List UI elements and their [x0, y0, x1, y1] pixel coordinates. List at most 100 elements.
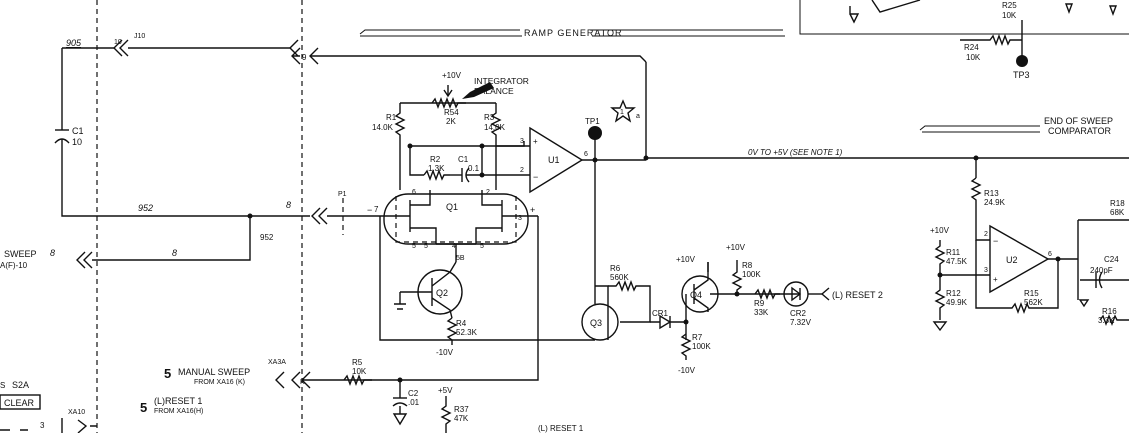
- u1-plus: +: [533, 137, 538, 146]
- r25-ref: R25: [1002, 1, 1017, 10]
- u2-pin6: 6: [1048, 251, 1052, 258]
- q1-dual-transistor: [302, 190, 595, 381]
- r6-val: 560K: [610, 273, 629, 282]
- r4-ref: R4: [456, 319, 467, 328]
- q1-pin5c: 5: [480, 243, 484, 250]
- integrator-balance-arrow: [462, 82, 494, 99]
- clear-button-label: CLEAR: [4, 398, 35, 408]
- left-three-label: 3: [40, 421, 45, 430]
- r12-ref: R12: [946, 289, 961, 298]
- r11-ref: R11: [946, 248, 961, 257]
- xa10-label: XA10: [68, 409, 85, 416]
- cr1-label: CR1: [652, 309, 669, 318]
- u1-opamp: [529, 126, 649, 225]
- q1-pin4: 4: [452, 243, 456, 250]
- plus10v-top-label: +10V: [442, 71, 462, 80]
- plus10v-u2-label: +10V: [930, 226, 950, 235]
- wire-952-label: 952: [260, 233, 274, 242]
- r5-val: 10K: [352, 367, 367, 376]
- wire-8-a-label: 8: [286, 200, 291, 210]
- u1-pin6: 6: [584, 151, 588, 158]
- xa3a-label: XA3A: [268, 359, 286, 366]
- q1-minus-label: −: [367, 205, 372, 215]
- r37-ref: R37: [454, 405, 469, 414]
- r7-val: 100K: [692, 342, 711, 351]
- star-number: 1: [620, 109, 624, 116]
- u2-pin3: 3: [984, 267, 988, 274]
- tp1-label: TP1: [585, 117, 600, 126]
- r2-ref: R2: [430, 155, 441, 164]
- pin7-label: 7: [374, 205, 379, 214]
- q1-5b-label: 5B: [456, 255, 465, 262]
- u2-comparator: [932, 155, 1129, 332]
- integrator-balance-line1: INTEGRATOR: [474, 76, 529, 86]
- ramp-generator-title: RAMP GENERATOR: [524, 28, 623, 38]
- integrator-network: [394, 85, 530, 190]
- p1-label: P1: [338, 191, 347, 198]
- c24-ref: C24: [1104, 255, 1119, 264]
- r16-ref: R16: [1102, 307, 1117, 316]
- c1-left-ref: C1: [72, 126, 84, 136]
- u1-minus: −: [533, 172, 538, 182]
- r18-val: 68K: [1110, 208, 1125, 217]
- star-marker-icon: [610, 99, 636, 123]
- tp3-network: [849, 0, 1118, 67]
- minus10v-a-label: -10V: [436, 348, 454, 357]
- q1-pin2: 2: [486, 189, 490, 196]
- wire-952-top-label: 952: [138, 203, 153, 213]
- q2-label: Q2: [436, 288, 448, 298]
- r4-val: 52.3K: [456, 328, 478, 337]
- r24-ref: R24: [964, 43, 979, 52]
- sweep-from-label: A(F)-10: [0, 261, 28, 270]
- clear-button-frame: [0, 394, 41, 410]
- reset1-bottom-label: (L) RESET 1: [538, 424, 584, 433]
- r18-ref: R18: [1110, 199, 1125, 208]
- reset2-label: (L) RESET 2: [832, 290, 883, 300]
- j10-label: J10: [134, 33, 145, 40]
- r12-val: 49.9K: [946, 298, 968, 307]
- r8-ref: R8: [742, 261, 753, 270]
- manual-sweep-from: FROM XA16 (K): [194, 379, 245, 386]
- c2-ref: C2: [408, 389, 419, 398]
- r54-val: 2K: [446, 117, 456, 126]
- plus10v-q4-label: +10V: [676, 255, 696, 264]
- r37-val: 47K: [454, 414, 469, 423]
- manual-sweep-number: 5: [164, 366, 171, 381]
- s2a-prefix: S: [0, 381, 5, 390]
- u2-minus: −: [993, 236, 998, 246]
- section-headers: [359, 0, 1129, 133]
- pin-k-label: K: [300, 379, 305, 386]
- u1-pin2: 2: [520, 167, 524, 174]
- integrator-balance-line2: BALANCE: [474, 86, 514, 96]
- sweep-label: SWEEP: [4, 249, 37, 259]
- r3-val: 14.0K: [484, 123, 506, 132]
- q2-transistor: [394, 261, 463, 345]
- r8-val: 100K: [742, 270, 761, 279]
- c2-val: .01: [408, 398, 420, 407]
- pin9-label: 9: [302, 53, 307, 62]
- r6-ref: R6: [610, 264, 621, 273]
- tp1-test-point: [588, 126, 602, 140]
- u2-pin2: 2: [984, 231, 988, 238]
- c1-left-val: 10: [72, 137, 82, 147]
- wire-8-b-label: 8: [50, 248, 55, 258]
- r54-ref: R54: [444, 108, 459, 117]
- r9-val: 33K: [754, 308, 769, 317]
- c1-int-val: 0.1: [468, 164, 480, 173]
- r7-ref: R7: [692, 333, 703, 342]
- c1-int-ref: C1: [458, 155, 469, 164]
- reset-circuit: [581, 225, 830, 360]
- cr2-ref: CR2: [790, 309, 807, 318]
- reset1-label: (L)RESET 1: [154, 396, 202, 406]
- reset1-from: FROM XA16(H): [154, 408, 203, 415]
- q1-pin5a: 5: [412, 243, 416, 250]
- end-of-sweep-line2: COMPARATOR: [1048, 126, 1112, 136]
- u2-plus: +: [993, 275, 998, 284]
- minus10v-b-label: -10V: [678, 366, 696, 375]
- star-sub: a: [636, 113, 640, 120]
- s2a-label: S2A: [12, 380, 29, 390]
- manual-sweep-label: MANUAL SWEEP: [178, 367, 250, 377]
- end-of-sweep-line1: END OF SWEEP: [1044, 116, 1113, 126]
- q1-label: Q1: [446, 202, 458, 212]
